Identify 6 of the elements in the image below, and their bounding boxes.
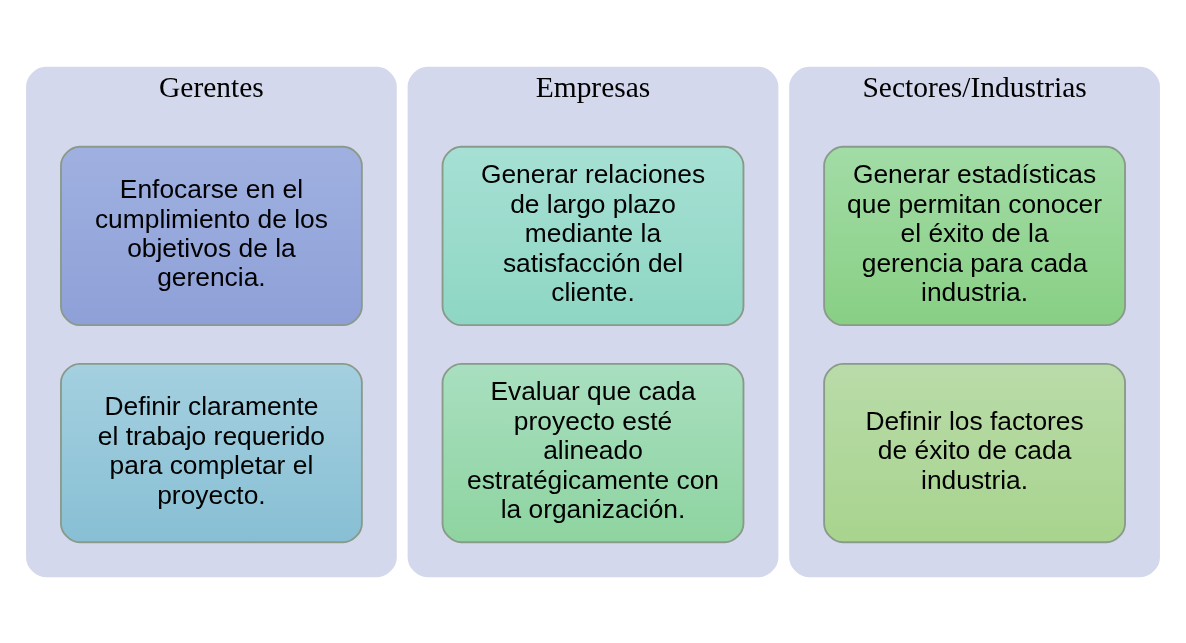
node-box: Evaluar que cada proyecto esté alineado estratégicamente con la organización.	[441, 362, 745, 543]
node-box: Definir los factores de éxito de cada industria.	[823, 362, 1126, 543]
node-box: Definir claramente el trabajo requerido para completar el proyecto.	[60, 362, 363, 543]
node-box: Generar relaciones de largo plazo mediante la satisfacción del cliente.	[441, 145, 745, 326]
node-box: Generar estadísticas que permitan conocer el éxito de la gerencia para cada industria.	[823, 145, 1126, 326]
node-box: Enfocarse en el cumplimiento de los objetivos de la gerencia.	[60, 145, 363, 326]
